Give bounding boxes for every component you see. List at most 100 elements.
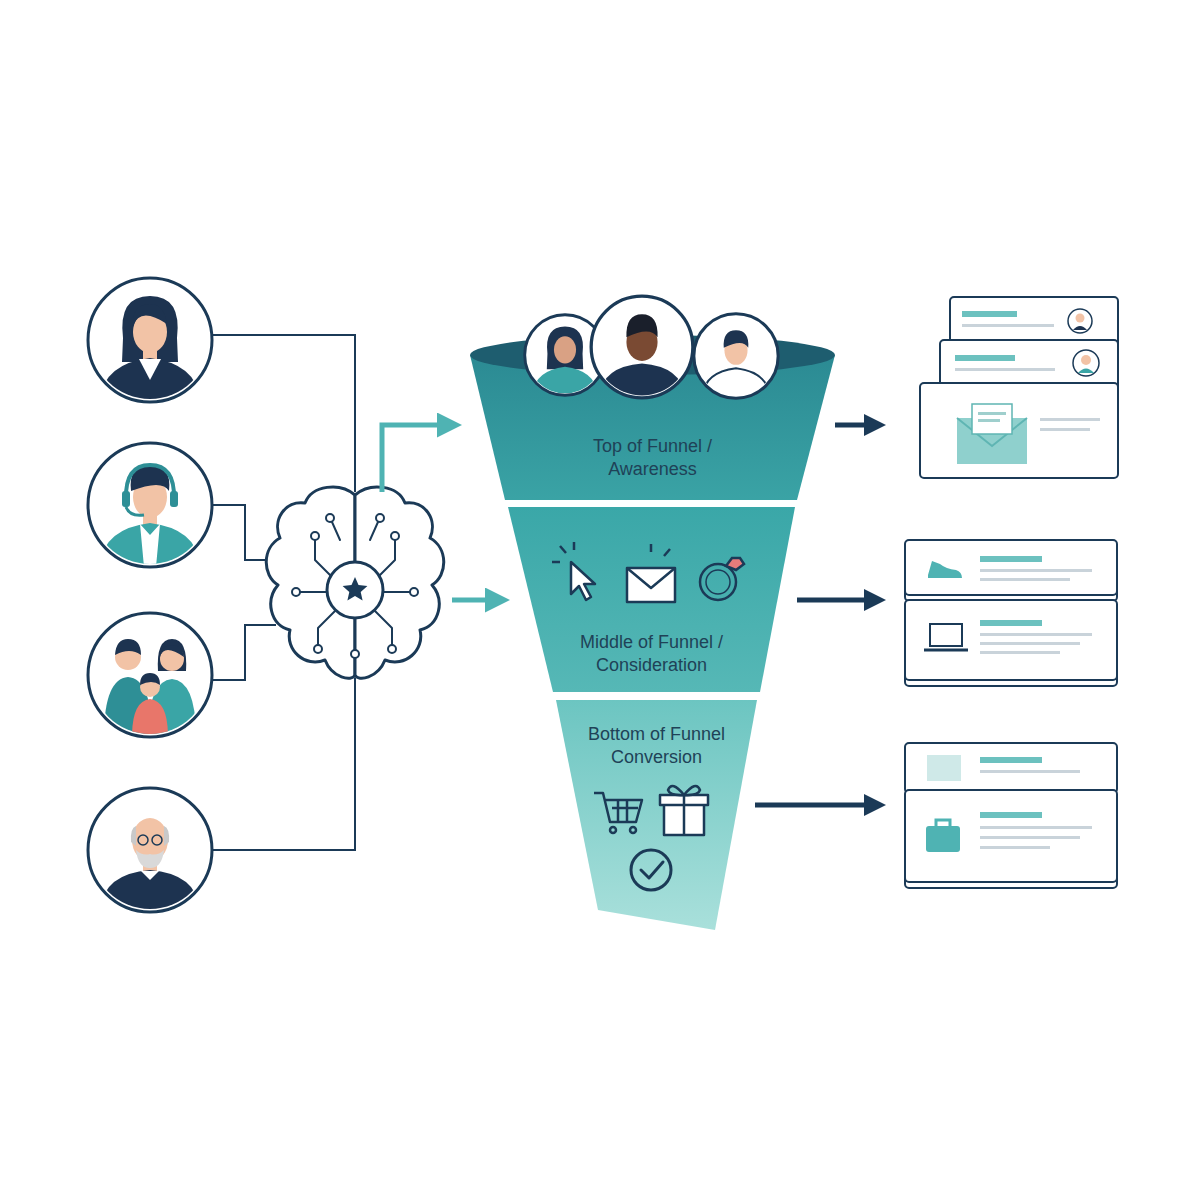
email-icon	[627, 568, 675, 602]
cart-icon	[594, 793, 642, 822]
audience-avatar	[591, 296, 693, 398]
audience-avatar	[694, 314, 778, 398]
person-avatar	[122, 491, 130, 507]
cart-icon	[610, 827, 616, 833]
audience-avatar	[702, 330, 770, 398]
content-card	[978, 412, 1006, 415]
family-avatar	[115, 639, 141, 655]
ai-brain-icon	[377, 540, 395, 578]
content-card	[1068, 309, 1092, 333]
person-avatar	[100, 870, 200, 912]
product-card	[980, 651, 1060, 654]
offer-card	[980, 757, 1042, 763]
email-icon	[651, 544, 670, 556]
ring-icon	[700, 564, 736, 600]
ai-brain-icon	[292, 514, 418, 658]
person-avatar	[100, 465, 200, 567]
content-card	[1081, 355, 1091, 365]
ai-brain-icon	[354, 495, 356, 562]
ai-brain-icon	[388, 645, 396, 653]
product-card	[980, 633, 1092, 636]
ai-brain-icon	[318, 610, 336, 645]
ai-brain-icon	[311, 532, 319, 540]
person-avatar	[126, 465, 174, 499]
content-card	[1073, 350, 1099, 376]
person-avatar	[88, 788, 212, 912]
product-card	[905, 540, 1117, 686]
person-avatar	[141, 871, 159, 880]
check-icon	[631, 850, 671, 890]
product-card	[980, 556, 1042, 562]
family-avatar	[132, 699, 168, 737]
person-avatar	[126, 507, 144, 515]
person-avatar	[88, 443, 212, 567]
ai-brain-icon	[326, 514, 334, 522]
content-card	[972, 404, 1012, 434]
ai-brain-icon	[315, 540, 333, 578]
connector-wire	[212, 505, 270, 560]
person-avatar	[100, 818, 200, 912]
audience-avatar	[599, 363, 684, 397]
gift-icon	[668, 786, 700, 795]
ai-brain-icon	[300, 495, 410, 650]
ring-icon	[706, 570, 730, 594]
family-avatar	[140, 673, 160, 685]
stage-label-group: Middle of Funnel / Consideration	[508, 631, 795, 678]
ai-brain-icon	[370, 522, 378, 540]
content-card	[1040, 428, 1090, 431]
connector-wire	[212, 335, 355, 492]
content-card	[955, 355, 1015, 361]
product-card	[930, 624, 962, 646]
person-avatar	[170, 491, 178, 507]
stage-label: Bottom of Funnel Conversion	[569, 723, 744, 770]
content-card	[1040, 418, 1100, 421]
stage-label: Top of Funnel / Awareness	[568, 435, 738, 482]
flow-arrow	[755, 803, 877, 808]
person-avatar	[100, 296, 200, 402]
offer-card	[980, 836, 1080, 839]
person-avatar	[136, 850, 164, 868]
content-card	[1076, 314, 1085, 323]
audience-avatar	[599, 314, 684, 398]
offer-card	[936, 820, 950, 826]
person-avatar	[100, 358, 200, 402]
cart-icon	[594, 793, 642, 833]
audience-avatar	[626, 314, 657, 337]
product-card	[980, 642, 1080, 645]
funnel-band	[508, 507, 795, 692]
audience-avatar	[533, 367, 598, 396]
ai-brain-icon	[376, 514, 384, 522]
person-avatar	[88, 443, 212, 567]
product-card	[980, 620, 1042, 626]
family-avatar	[104, 639, 196, 737]
person-avatar	[133, 304, 167, 326]
audience-avatar	[533, 326, 598, 395]
content-card	[955, 368, 1055, 371]
ai-brain-icon	[314, 645, 322, 653]
audience-avatar	[694, 314, 778, 398]
family-avatar	[88, 613, 212, 737]
stage-label-group: Bottom of Funnel Conversion	[556, 723, 757, 770]
stage-label: Middle of Funnel / Consideration	[557, 631, 747, 678]
funnel-band	[470, 355, 835, 500]
gift-icon	[683, 795, 686, 835]
family-avatar	[88, 613, 212, 737]
product-card	[924, 649, 968, 652]
audience-avatar	[724, 330, 749, 348]
audience-avatar	[591, 296, 693, 398]
offer-card	[980, 770, 1080, 773]
connector-wire	[212, 678, 355, 850]
person-avatar	[88, 443, 212, 567]
click-icon	[552, 542, 595, 600]
ai-brain-icon	[343, 577, 368, 601]
person-avatar	[88, 278, 212, 402]
click-icon	[552, 542, 574, 562]
content-card	[978, 419, 1000, 422]
audience-avatar	[554, 336, 576, 363]
audience-avatar	[525, 315, 606, 396]
product-card	[905, 600, 1117, 680]
audience-avatar	[626, 323, 657, 361]
flow-arrow	[382, 425, 452, 492]
